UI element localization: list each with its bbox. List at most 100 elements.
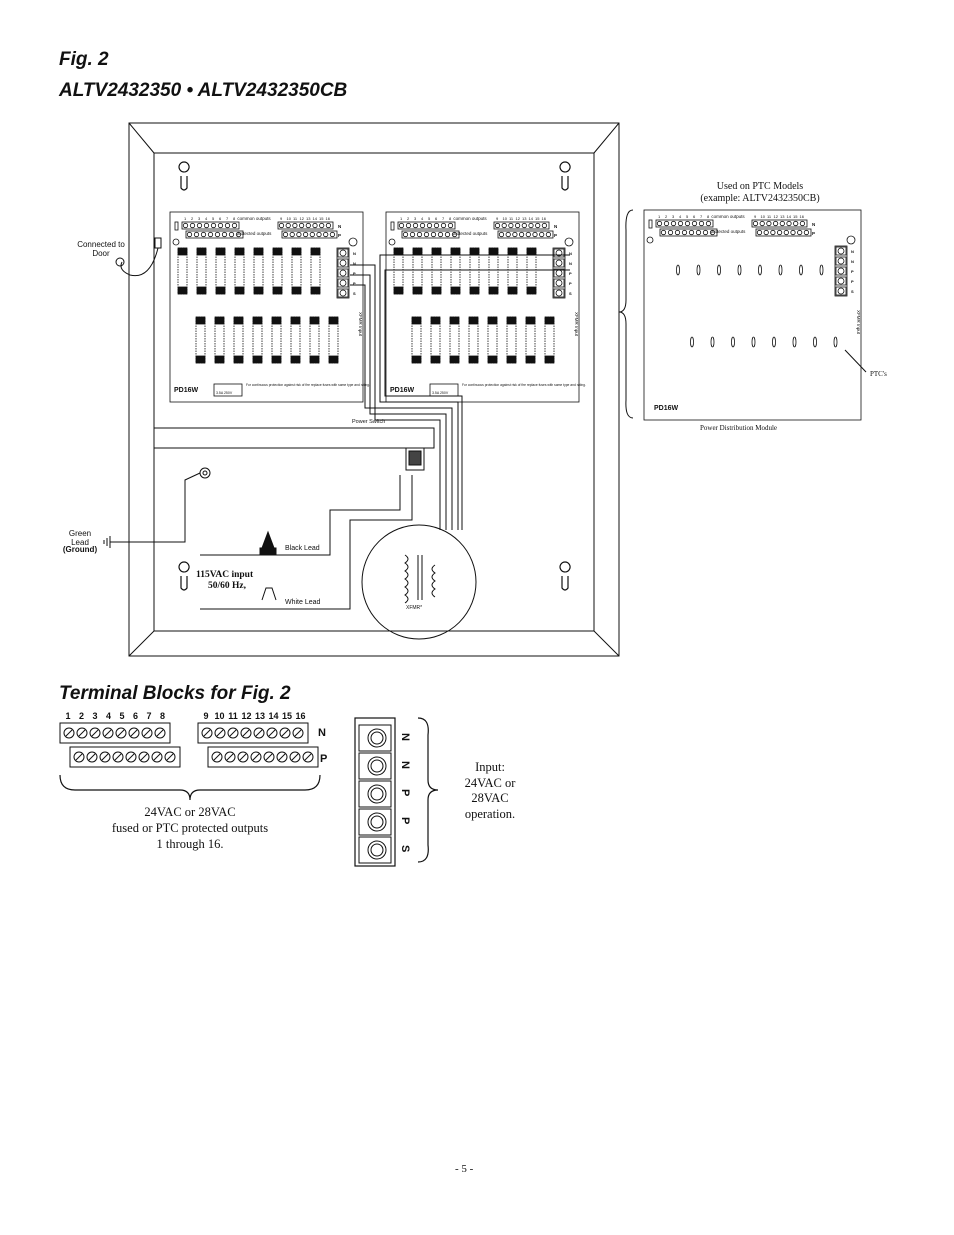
terminal-slot xyxy=(117,729,125,737)
screw-terminal xyxy=(325,222,331,229)
screw-terminal xyxy=(412,222,419,229)
screw-terminal xyxy=(508,222,514,229)
input-line2: 24VAC or xyxy=(464,775,516,790)
terminal-slot xyxy=(226,753,234,761)
terminal-slot xyxy=(127,753,135,761)
pd16w-text: PD16W xyxy=(654,405,679,412)
screw-terminal xyxy=(698,220,705,227)
screw-terminal xyxy=(521,222,527,229)
input-screw-inner xyxy=(370,731,384,745)
strip-a-top xyxy=(181,221,240,230)
screw-terminal xyxy=(302,231,309,238)
terminal-screw xyxy=(276,751,288,763)
terminal-num-b: 14 xyxy=(268,711,278,721)
board-num-a: 1 xyxy=(184,216,187,221)
input-terminal-cell xyxy=(337,278,349,288)
fuse-clip xyxy=(309,355,320,364)
screw-terminal xyxy=(702,229,709,236)
strip-a-top xyxy=(397,221,456,230)
input-terminal-letter: P xyxy=(851,279,854,284)
board-num-b: 9 xyxy=(754,214,757,219)
terminal-screw xyxy=(63,727,75,739)
input-terminal-screw xyxy=(837,277,845,285)
fuse-clip xyxy=(488,247,499,256)
terminal-screw xyxy=(302,751,314,763)
terminal-p: P xyxy=(320,753,327,765)
board-num-a: 1 xyxy=(658,214,661,219)
mount-hole xyxy=(846,235,856,245)
terminal-num-a: 2 xyxy=(79,711,84,721)
ptc-device xyxy=(778,264,783,276)
fuse-clip xyxy=(214,355,225,364)
board-p: P xyxy=(554,233,557,238)
input-terminal-cell xyxy=(553,268,565,278)
strip-a-bottom xyxy=(185,230,244,239)
fuse-clip xyxy=(469,286,480,295)
input-terminal-cell xyxy=(337,268,349,278)
terminal-slot xyxy=(252,753,260,761)
fuse-clip xyxy=(431,247,442,256)
outputs-caption: 24VAC or 28VAC fused or PTC protected ou… xyxy=(82,804,298,852)
terminal-slot xyxy=(229,729,237,737)
mount-hole xyxy=(388,238,396,246)
door-wire xyxy=(115,237,162,277)
board-num-a: 2 xyxy=(407,216,410,221)
input-letter: N xyxy=(399,733,411,741)
terminal-slot xyxy=(281,729,289,737)
screw-terminal xyxy=(224,222,231,229)
terminal-screw xyxy=(115,727,127,739)
ptc-device xyxy=(710,336,715,348)
terminal-strip-a-bottom xyxy=(69,746,181,768)
terminal-slot xyxy=(255,729,263,737)
terminal-screw xyxy=(201,727,213,739)
screw-terminal xyxy=(189,222,196,229)
terminal-n: N xyxy=(318,727,326,739)
screw-terminal xyxy=(235,231,242,238)
input-terminal-screw xyxy=(555,289,563,297)
board-num-b: 9 xyxy=(280,216,283,221)
ptcs-label: PTC's xyxy=(870,370,887,378)
terminal-num-b: 15 xyxy=(282,711,292,721)
fuse-clip xyxy=(271,316,282,325)
strip-b-top xyxy=(751,219,808,228)
screw-terminal xyxy=(528,222,534,229)
fuse-icon-box xyxy=(213,383,243,397)
screw-terminal xyxy=(298,222,305,229)
screw-terminal xyxy=(447,222,454,229)
fuse-rating-text: 3.5A 250V xyxy=(216,391,233,395)
fuse-clip xyxy=(234,286,245,295)
terminal-slot xyxy=(153,753,161,761)
screw-terminal xyxy=(196,222,203,229)
screw-terminal xyxy=(292,222,298,229)
terminal-slot xyxy=(203,729,211,737)
screw-terminal xyxy=(532,231,538,238)
terminal-slot xyxy=(75,753,83,761)
fuse-clip xyxy=(271,355,282,364)
board-num-b: 14 xyxy=(787,214,792,219)
screw-terminal xyxy=(285,222,291,229)
screw-terminal xyxy=(772,220,779,227)
fuse-clip xyxy=(506,355,517,364)
terminal-num-a: 4 xyxy=(106,711,111,721)
screw-terminal xyxy=(545,231,552,238)
board-num-b: 13 xyxy=(306,216,311,221)
input-terminal-cell xyxy=(553,278,565,288)
terminal-num-a: 5 xyxy=(119,711,124,721)
ptc-used-line2: (example: ALTV2432350CB) xyxy=(700,193,820,204)
fuse-clip xyxy=(431,286,442,295)
terminal-slot xyxy=(304,753,312,761)
terminal-screw xyxy=(86,751,98,763)
protected-outputs-text: protected outputs xyxy=(711,229,747,234)
screw-terminal xyxy=(803,229,810,236)
terminal-screw xyxy=(164,751,176,763)
screw-terminal xyxy=(763,229,769,236)
ptc-device xyxy=(792,336,797,348)
screw-terminal xyxy=(705,220,712,227)
input-bracket xyxy=(417,717,439,863)
board-num-b: 13 xyxy=(522,216,527,221)
input-terminal-screw xyxy=(837,257,845,265)
screw-terminal xyxy=(451,231,458,238)
mount-hole xyxy=(172,238,180,246)
